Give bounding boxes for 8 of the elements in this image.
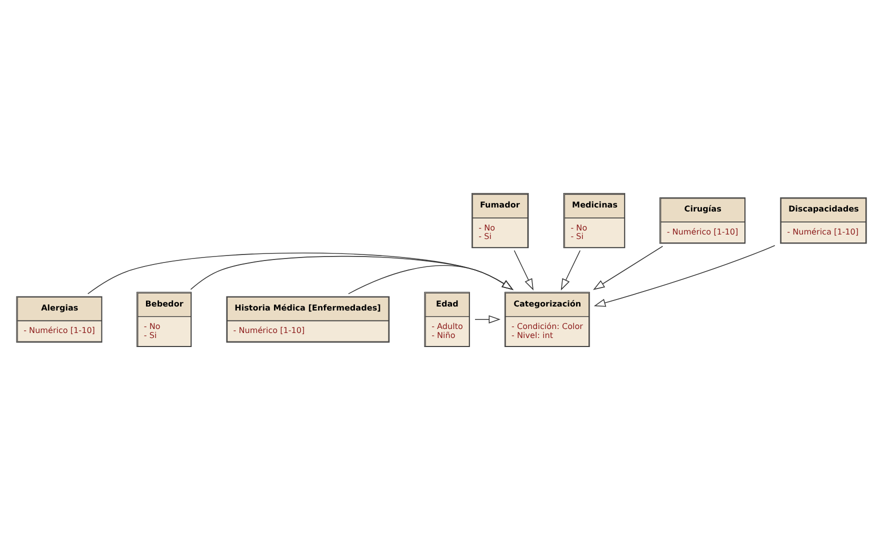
arrow xyxy=(348,265,514,294)
arrow xyxy=(560,250,581,290)
arrow xyxy=(594,245,776,307)
arrow xyxy=(514,250,534,290)
arrow xyxy=(190,256,514,290)
arrow xyxy=(87,252,514,294)
arrow xyxy=(474,315,500,324)
arrow xyxy=(593,246,664,290)
